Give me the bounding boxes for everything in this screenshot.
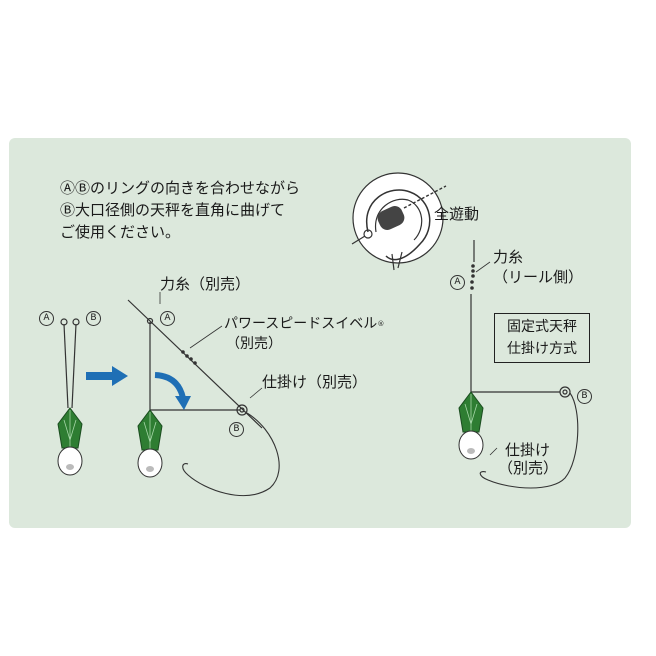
instructions: ⒶⒷのリングの向きを合わせながら Ⓑ大口径側の天秤を直角に曲げて ご使用ください… (60, 178, 300, 244)
marker-b-left: B (86, 311, 101, 326)
chikara-ito-right: 力糸 (493, 248, 524, 266)
rig-line-middle (182, 412, 280, 497)
registered-mark: ® (377, 320, 385, 328)
marker-a-middle: A (160, 311, 175, 326)
method-line-1: 固定式天秤 (507, 319, 577, 335)
sinker-middle (137, 409, 163, 478)
marker-a-right: A (450, 275, 465, 290)
sinker-left (57, 407, 83, 476)
power-speed-swivel (181, 350, 197, 365)
balance-before-bending (60, 318, 80, 409)
shikake-right: 仕掛け (505, 441, 551, 459)
marker-b-middle: B (229, 422, 244, 437)
right-swivel (470, 264, 475, 290)
instruction-line-3: ご使用ください。 (60, 223, 181, 241)
right-arrow (86, 366, 128, 386)
swivel-sold-separately: （別売） (226, 336, 282, 352)
marker-b-right: B (577, 389, 592, 404)
reel-side-label: （リール側） (493, 268, 584, 286)
fixed-balance-rig (470, 240, 571, 398)
swivel-closeup-inset (351, 172, 447, 271)
method-box: 固定式天秤 仕掛け方式 (494, 313, 590, 363)
method-line-2: 仕掛け方式 (507, 341, 577, 357)
swivel-label: パワースピードスイベル® (224, 314, 384, 335)
chikara-ito-label: 力糸（別売） (160, 275, 251, 293)
swivel-name: パワースピードスイベル (224, 316, 378, 332)
marker-a-left: A (39, 311, 54, 326)
bend-arrow (154, 372, 191, 410)
sinker-right (458, 391, 484, 460)
shikake-label: 仕掛け（別売） (262, 373, 368, 391)
full-swivel-label: 全遊動 (434, 205, 480, 223)
rig-line-right (479, 392, 579, 489)
shikake-right-sold: （別売） (498, 459, 559, 477)
instruction-line-2: Ⓑ大口径側の天秤を直角に曲げて (60, 201, 286, 219)
instruction-line-1: ⒶⒷのリングの向きを合わせながら (60, 179, 301, 197)
